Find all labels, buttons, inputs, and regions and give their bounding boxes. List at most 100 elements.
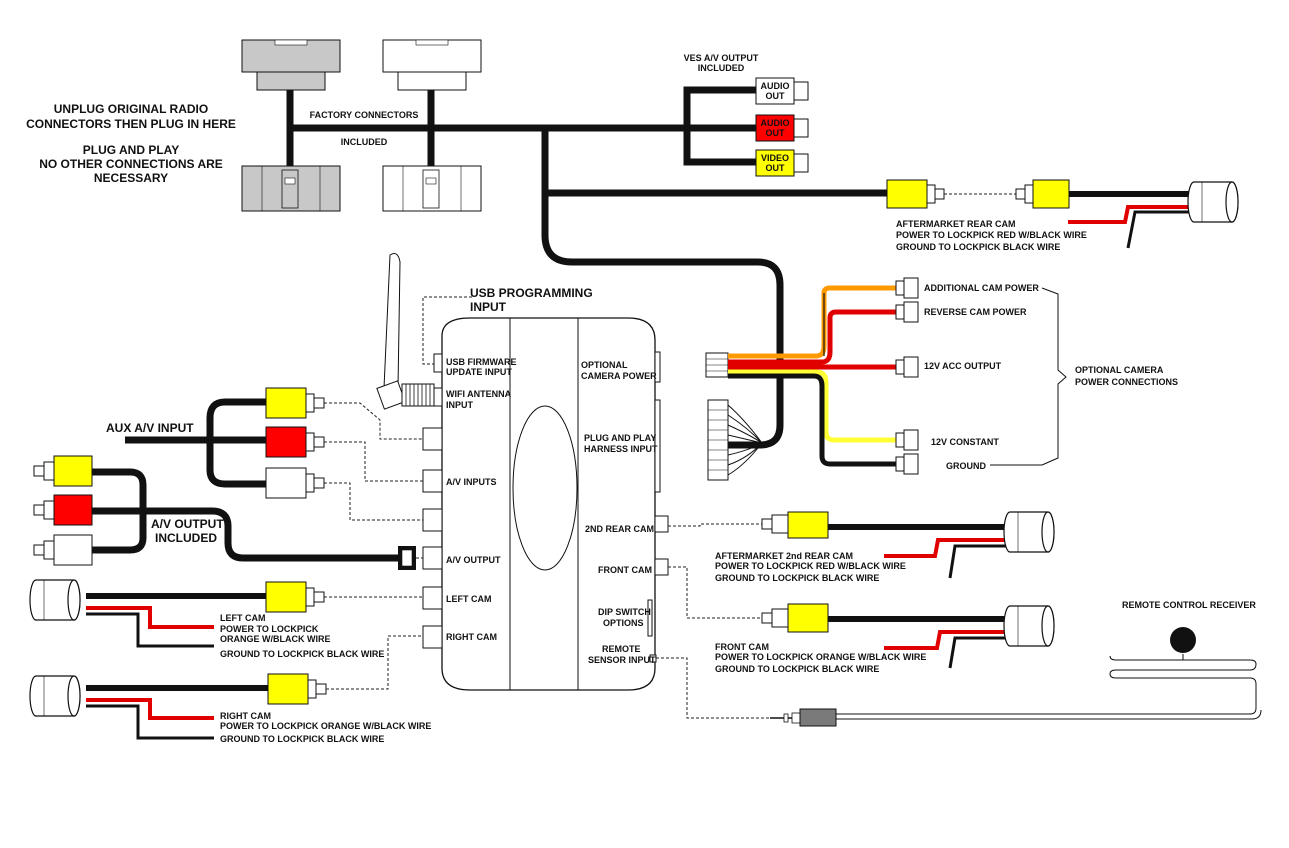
label-additional-cam-power: ADDITIONAL CAM POWER	[924, 283, 1039, 293]
label-aux-av-input: AUX A/V INPUT	[106, 421, 194, 435]
lockpick-module	[441, 317, 656, 691]
rear-cam-icon	[1187, 181, 1239, 223]
ir-receiver-icon	[1170, 627, 1196, 653]
label-av-inputs: A/V INPUTS	[446, 477, 497, 487]
label-rear-cam-1: AFTERMARKET REAR CAM	[896, 219, 1016, 229]
av-output-rca-red	[33, 494, 93, 526]
second-rear-cam-icon	[1003, 511, 1055, 553]
label-audio-out-red-1: AUDIO	[761, 118, 790, 128]
factory-connector-bottom-right	[382, 165, 482, 212]
label-pnp-harness-2: HARNESS INPUT	[584, 444, 658, 454]
label-left-cam-4: GROUND TO LOCKPICK BLACK WIRE	[220, 649, 384, 659]
label-right-cam-1: RIGHT CAM	[220, 711, 271, 721]
pnp-harness-connector	[707, 399, 763, 481]
label-second-rear-3: GROUND TO LOCKPICK BLACK WIRE	[715, 573, 879, 583]
remote-sensor-plug	[770, 708, 837, 727]
label-opt-cam-power-1: OPTIONAL	[581, 360, 628, 370]
label-left-cam-3: ORANGE W/BLACK WIRE	[220, 634, 331, 644]
label-wifi-2: INPUT	[446, 400, 474, 410]
label-unplug-1: UNPLUG ORIGINAL RADIO	[54, 102, 208, 116]
label-rear-cam-2: POWER TO LOCKPICK RED W/BLACK WIRE	[896, 230, 1087, 240]
label-usb-prog-1: USB PROGRAMMING	[470, 286, 593, 300]
ves-audio-out-white	[755, 77, 809, 105]
label-left-cam-1: LEFT CAM	[220, 613, 266, 623]
label-dip-2: OPTIONS	[603, 618, 644, 628]
label-ves-output-1: VES A/V OUTPUT	[684, 53, 759, 63]
factory-connector-top-right	[382, 39, 482, 91]
label-remote-receiver: REMOTE CONTROL RECEIVER	[1122, 600, 1256, 610]
av-output-rca-yellow	[33, 455, 93, 487]
text-labels: UNPLUG ORIGINAL RADIO CONNECTORS THEN PL…	[26, 53, 1256, 744]
label-opt-cam-conn-2: POWER CONNECTIONS	[1075, 377, 1178, 387]
left-cam-icon	[29, 579, 81, 621]
aux-av-input-wires	[125, 398, 266, 488]
label-wifi-1: WIFI ANTENNA	[446, 389, 512, 399]
label-ves-output-2: INCLUDED	[698, 63, 745, 73]
aux-rca-white	[265, 467, 325, 499]
label-av-output-included-1: A/V OUTPUT	[151, 517, 224, 531]
factory-connector-top-left	[241, 39, 341, 91]
label-plug-2: NO OTHER CONNECTIONS ARE	[39, 157, 223, 171]
rear-cam-rca-right	[1015, 179, 1070, 209]
label-right-cam-2: POWER TO LOCKPICK ORANGE W/BLACK WIRE	[220, 721, 431, 731]
label-usb-fw-1: USB FIRMWARE	[446, 357, 517, 367]
label-second-rear-1: AFTERMARKET 2nd REAR CAM	[715, 551, 853, 561]
ves-video-out-yellow	[755, 149, 809, 177]
remote-receiver-cable	[836, 654, 1262, 720]
aux-rca-yellow	[265, 387, 325, 419]
label-plug-3: NECESSARY	[94, 171, 168, 185]
label-plug-1: PLUG AND PLAY	[83, 143, 179, 157]
power-harness-connector	[705, 352, 729, 378]
right-cam-rca	[267, 673, 327, 705]
label-front-cam-port: FRONT CAM	[598, 565, 652, 575]
label-pnp-harness-1: PLUG AND PLAY	[584, 433, 656, 443]
label-acc-output: 12V ACC OUTPUT	[924, 361, 1002, 371]
label-audio-out-white-1: AUDIO	[761, 81, 790, 91]
label-second-rear-2: POWER TO LOCKPICK RED W/BLACK WIRE	[715, 561, 906, 571]
label-remote-1: REMOTE	[602, 644, 641, 654]
ves-av-output-wires	[683, 86, 757, 166]
label-audio-out-white-2: OUT	[766, 91, 786, 101]
label-dip-1: DIP SWITCH	[598, 607, 651, 617]
label-reverse-cam-power: REVERSE CAM POWER	[924, 307, 1027, 317]
label-opt-cam-conn-1: OPTIONAL CAMERA	[1075, 365, 1164, 375]
label-factory-connectors: FACTORY CONNECTORS	[310, 110, 419, 120]
factory-harness-wires	[286, 90, 890, 449]
front-cam-rca	[761, 603, 829, 633]
ves-audio-out-red	[755, 114, 809, 142]
label-av-output-included-2: INCLUDED	[155, 531, 217, 545]
power-harness-wires	[728, 285, 903, 467]
front-cam-icon	[1003, 605, 1055, 647]
label-usb-fw-2: UPDATE INPUT	[446, 367, 512, 377]
label-video-out-1: VIDEO	[761, 153, 789, 163]
label-av-output-port: A/V OUTPUT	[446, 555, 501, 565]
av-output-rca-white	[33, 534, 93, 566]
right-cam-icon	[29, 675, 81, 717]
rear-cam-rca-left	[886, 179, 945, 209]
label-audio-out-red-2: OUT	[766, 128, 786, 138]
factory-connector-bottom-left	[241, 165, 341, 212]
label-left-cam-port: LEFT CAM	[446, 594, 492, 604]
label-usb-prog-2: INPUT	[470, 300, 507, 314]
av-output-wires	[92, 468, 398, 562]
left-cam-rca	[265, 581, 325, 613]
label-front-cam-3: GROUND TO LOCKPICK BLACK WIRE	[715, 664, 879, 674]
label-second-rear-cam-port: 2ND REAR CAM	[585, 524, 654, 534]
label-right-cam-3: GROUND TO LOCKPICK BLACK WIRE	[220, 734, 384, 744]
label-front-cam-2: POWER TO LOCKPICK ORANGE W/BLACK WIRE	[715, 652, 926, 662]
label-unplug-2: CONNECTORS THEN PLUG IN HERE	[26, 117, 236, 131]
label-rear-cam-3: GROUND TO LOCKPICK BLACK WIRE	[896, 242, 1060, 252]
aux-rca-red	[265, 426, 325, 458]
power-pigtails	[895, 277, 919, 475]
label-right-cam-port: RIGHT CAM	[446, 632, 497, 642]
antenna-icon	[376, 253, 435, 410]
label-left-cam-2: POWER TO LOCKPICK	[220, 624, 319, 634]
label-12v-constant: 12V CONSTANT	[931, 437, 999, 447]
av-output-plug	[398, 546, 416, 570]
label-video-out-2: OUT	[766, 163, 786, 173]
label-opt-cam-power-2: CAMERA POWER	[581, 371, 657, 381]
second-rear-cam-rca	[761, 511, 829, 539]
label-factory-included: INCLUDED	[341, 137, 388, 147]
label-front-cam-1: FRONT CAM	[715, 642, 769, 652]
